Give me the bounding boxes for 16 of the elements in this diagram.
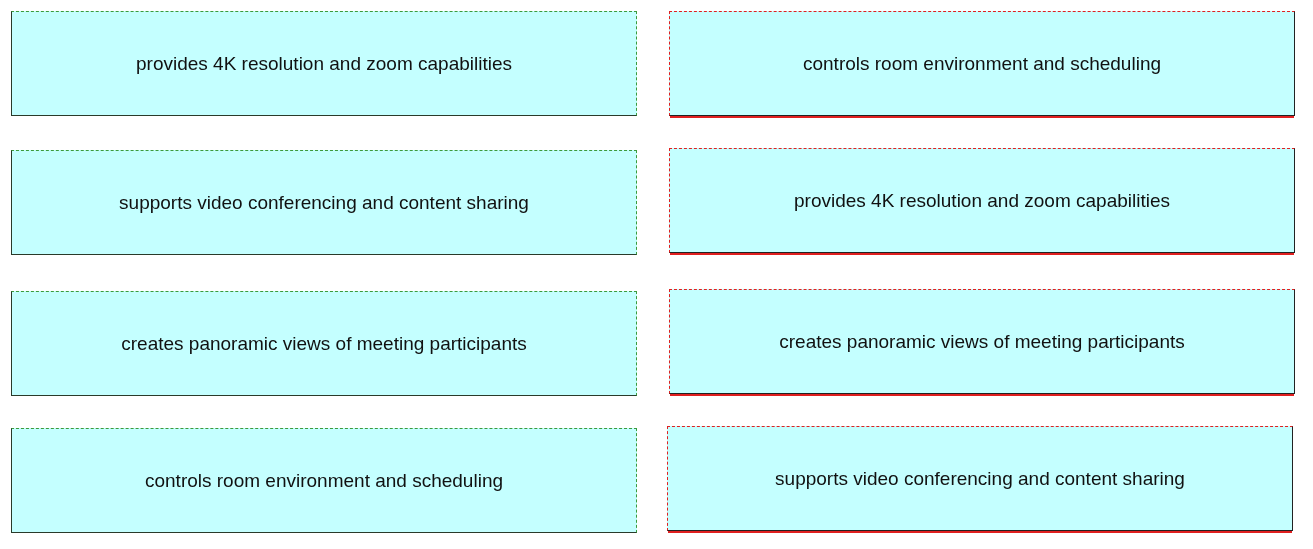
answer-box [11,428,637,533]
answer-text: provides 4K resolution and zoom capabilities [136,52,512,75]
answer-box [669,148,1295,253]
answer-text: supports video conferencing and content sharing [775,467,1185,490]
answer-text: provides 4K resolution and zoom capabilities [794,189,1170,212]
answer-text: creates panoramic views of meeting participants [121,332,527,355]
answer-box [669,11,1295,116]
answer-text: creates panoramic views of meeting participants [779,330,1185,353]
answer-box [669,289,1295,394]
answer-box [11,291,637,396]
answer-text: controls room environment and scheduling [803,52,1161,75]
answer-box [11,11,637,116]
answer-text: supports video conferencing and content sharing [119,191,529,214]
answer-box [11,150,637,255]
answer-text: controls room environment and scheduling [145,469,503,492]
answer-box [667,426,1293,531]
